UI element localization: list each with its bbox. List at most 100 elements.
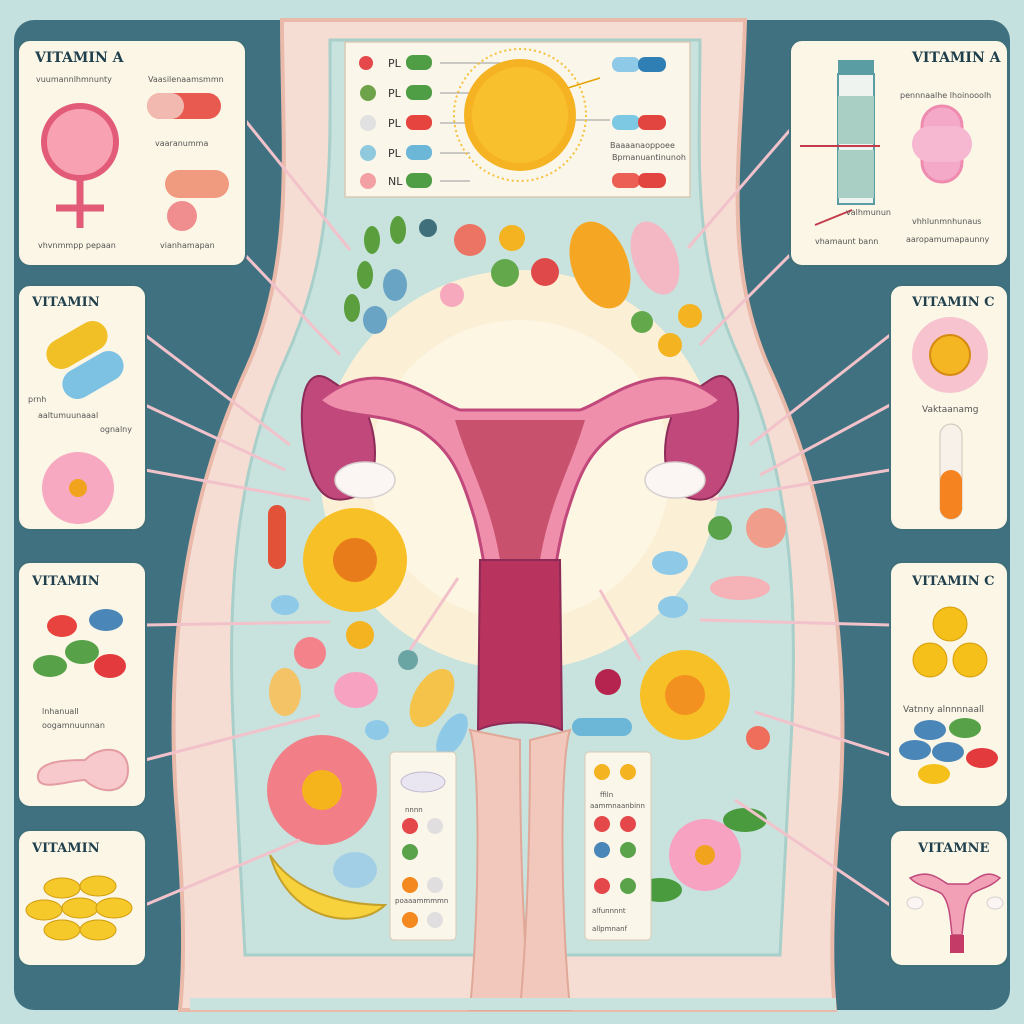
- card-caption: vianhamapan: [160, 241, 215, 250]
- card-title: VITAMIN: [31, 295, 100, 310]
- pill-icon: [440, 283, 464, 307]
- sun-icon: [453, 48, 587, 182]
- card-top-right: [789, 39, 1009, 267]
- pill-icon: [271, 595, 299, 615]
- list-note: poaaammmmn: [395, 897, 448, 905]
- pill-icon: [612, 173, 640, 188]
- pill-icon: [268, 505, 286, 569]
- pill-icon: [949, 718, 981, 738]
- pill-icon: [918, 764, 950, 784]
- pill-icon: [594, 816, 610, 832]
- chart-note: Baaaanaoppoee: [610, 141, 675, 150]
- pill-icon: [932, 606, 968, 642]
- pill-icon: [499, 225, 525, 251]
- card-caption: vhhlunmnhunaus: [912, 217, 981, 226]
- pill-icon: [406, 173, 432, 188]
- uterine-cavity: [455, 420, 585, 560]
- capsule-fill: [940, 470, 962, 519]
- pill-icon: [165, 170, 229, 198]
- card-caption: vhvnmmpp pepaan: [38, 241, 116, 250]
- card-caption: vhamaunt bann: [815, 237, 878, 246]
- pill-icon: [89, 609, 123, 631]
- pill-icon: [406, 145, 432, 160]
- card-caption: Vaktaanamg: [922, 405, 978, 415]
- chart-row-label: PL: [388, 117, 402, 130]
- pill-icon: [966, 748, 998, 768]
- pill-icon: [612, 115, 640, 130]
- peach-slice-icon: [630, 221, 680, 295]
- pill-icon: [402, 818, 418, 834]
- pill-icon: [620, 842, 636, 858]
- ovary-right: [644, 461, 706, 499]
- pill-icon: [594, 878, 610, 894]
- pill-icon: [365, 720, 389, 740]
- pill-icon: [708, 516, 732, 540]
- card-title: VITAMIN: [31, 574, 100, 589]
- pill-icon: [652, 551, 688, 575]
- list-note: allpmnanf: [592, 925, 628, 933]
- pill-icon: [658, 596, 688, 618]
- card-caption: pennnaalhe lhoinooolh: [900, 91, 991, 100]
- pill-icon: [572, 718, 632, 736]
- female-symbol-icon: [41, 103, 119, 228]
- card-caption: oogamnuunnan: [42, 721, 105, 730]
- cervix: [476, 559, 564, 732]
- organ-icon: [37, 748, 130, 792]
- pill-icon: [427, 818, 443, 834]
- blueberry-icon: [333, 852, 377, 888]
- pill-icon: [409, 668, 455, 728]
- pill-icon: [406, 55, 432, 70]
- card-caption: Vaasilenaamsmmn: [148, 75, 224, 84]
- test-tube-band: [838, 96, 874, 144]
- chart-dot: [360, 145, 376, 161]
- pill-icon: [638, 57, 666, 72]
- mini-uterus-icon: [906, 873, 1004, 953]
- pill-icon: [612, 57, 640, 72]
- pill-icon: [899, 740, 931, 760]
- pill-icon: [620, 878, 636, 894]
- card-caption: aaltumuunaaal: [38, 411, 98, 420]
- chart-dot: [359, 56, 373, 70]
- pill-icon: [65, 640, 99, 664]
- softgel-cluster-icon: [25, 875, 133, 941]
- pad-icon-wing: [912, 126, 972, 162]
- pill-icon: [914, 720, 946, 740]
- list-note: ffiln: [600, 791, 613, 799]
- chart-dot: [360, 115, 376, 131]
- pill-icon: [631, 311, 653, 333]
- sunflower-icon: [303, 508, 407, 612]
- pill-icon: [952, 642, 988, 678]
- pill-icon: [269, 668, 301, 716]
- test-tube-band: [838, 150, 874, 198]
- pill-icon: [400, 771, 446, 793]
- pill-icon: [334, 672, 378, 708]
- pill-icon: [406, 85, 432, 100]
- top-chart-rows: PL PL PL PL NL Baaaanaoppoee Bpmanuantin…: [359, 55, 686, 189]
- pill-icon: [33, 655, 67, 677]
- list-note: nnnn: [405, 806, 423, 814]
- pill-icon: [46, 321, 108, 369]
- pill-icon: [47, 615, 77, 637]
- pill-icon: [932, 742, 964, 762]
- pill-icon: [436, 713, 468, 757]
- banana-icon: [269, 854, 388, 920]
- lower-list-left: [389, 751, 457, 941]
- pill-icon: [620, 764, 636, 780]
- pill-icon: [94, 654, 126, 678]
- bottom-strip: [190, 998, 836, 1010]
- pill-icon: [620, 816, 636, 832]
- card-title: VITAMIN C: [911, 574, 994, 589]
- uterus-illustration: [300, 375, 740, 732]
- card-caption: valhmunun: [846, 208, 891, 217]
- daisy-icon: [267, 735, 377, 845]
- pill-icon: [454, 224, 486, 256]
- chart-dot: [360, 173, 376, 189]
- ovary-left: [334, 461, 396, 499]
- flower-yellow-icon: [640, 650, 730, 740]
- pill-icon: [531, 258, 559, 286]
- chart-row-label: PL: [388, 87, 402, 100]
- card-title: VITAMIN C: [911, 295, 994, 310]
- pill-icon: [710, 576, 770, 600]
- chart-row-label: PL: [388, 57, 402, 70]
